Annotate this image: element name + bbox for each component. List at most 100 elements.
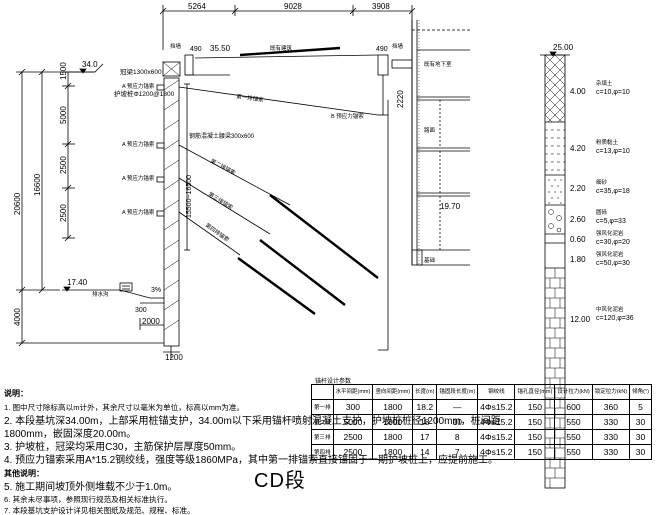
table-cell: 330 [591,429,631,445]
note-4: 4. 预应力锚索采用A*15.2钢绞线，强度等级1860MPa，其中第一排锚索直… [4,455,498,466]
table-cell: 30 [629,414,652,430]
note-2a: 2. 本段基坑深34.00m，上部采用桩锚支护，34.00m以下采用锚杆喷射混凝… [4,416,501,427]
soil-name-7: 中风化泥岩 [596,305,624,313]
table-header-cell: 长度(m) [412,384,438,400]
elev-right-top: 25.00 [553,43,574,52]
label-pile-top: 490 [190,46,202,53]
table-cell: 5000 [332,414,374,430]
table-cell: 17 [412,429,438,445]
soil-params-3: c=35,φ=18 [596,188,630,195]
soil-params-4: c=5,φ=33 [596,218,626,225]
note-6: 6. 其余未尽事项，参照现行规范及相关标准执行。 [4,495,172,504]
soil-name-3: 细砂 [596,178,608,186]
table-cell: 150 [514,444,556,460]
table-cell: 8 [436,429,479,445]
label-existing: 既有建筑 [270,44,293,52]
label-row3: 第三排锚索 [207,190,235,212]
table-header-cell: 锚固段长度(m) [436,384,479,400]
label-pile-top-right: 490 [376,46,388,53]
soil-thick-6: 1.80 [570,255,586,264]
table-cell: 18.2 [412,399,438,415]
table-cell: 5 [629,399,652,415]
table-cell: 7 [436,444,479,460]
table-cell: 150 [514,429,556,445]
table-cell: 1800 [372,414,414,430]
table-cell: 1800 [372,444,414,460]
drain-ditch [119,282,133,292]
soil-params-1: c=10,φ=10 [596,89,630,96]
table-cell: 4Φs15.2 [477,399,516,415]
table-cell: 150 [514,399,556,415]
table-row: 第二排 5000 1800 18 10 4Φs15.2 150 550 330 … [311,414,652,430]
soil-thick-4: 2.60 [570,215,586,224]
table-cell: 4Φs15.2 [477,444,516,460]
table-header-cell: 设计拉力(kN) [554,384,593,400]
anchor-table: 水平间距(mm) 竖向间距(mm) 长度(m) 锚固段长度(m) 钢绞线 锚孔直… [311,384,652,460]
table-cell: 第一排 [311,399,334,415]
label-row1: 第一排锚索 [236,92,265,104]
retaining-pile [163,77,180,347]
table-header-cell: 水平间距(mm) [332,384,374,400]
table-cell: 550 [554,414,593,430]
soil-name-1: 杂填土 [596,79,613,87]
table-title: 锚杆设计参数 [315,379,352,385]
label-waist-beam: 钢筋混凝土腰梁300x600 [189,132,255,140]
surface-slab [239,46,341,57]
soil-thick-3: 2.20 [570,184,586,193]
right-parapet [377,54,389,76]
soil-thick-1: 4.00 [570,87,586,96]
anchor-row-2 [269,194,379,279]
note-2b: 1800mm，嵌固深度20.00m。 [4,429,137,440]
ground-line-left-top [60,63,104,73]
table-cell: 600 [554,399,593,415]
label-pile: 护坡桩Φ1200@1800 [114,89,175,98]
soil-name-6: 强风化泥岩 [596,250,624,258]
dim-pile: 1200 [165,353,183,362]
table-cell: 550 [554,429,593,445]
label-anchor-a2: A 预应力锚索 [122,174,155,182]
table-cell: 第四排 [311,444,334,460]
table-cell: 2500 [332,429,374,445]
table-row: 第一排 300 1800 18.2 — 4Φs15.2 150 600 360 … [311,399,652,415]
label-found: 基础 [424,256,436,264]
anchor-row-3 [259,239,346,306]
table-cell: 1800 [372,429,414,445]
table-header-cell: 竖向间距(mm) [372,384,414,400]
table-cell: — [436,399,479,415]
table-header-cell: 锁定拉力(kN) [591,384,631,400]
dim-seg-4: 2500 [59,204,68,222]
table-cell: 300 [332,399,374,415]
label-anchor-a3: A 预应力锚索 [122,208,155,216]
label-top-right-tag: 挡墙 [392,42,404,50]
label-design-mid: 15500~16500 [186,175,193,218]
top-dim-1: 5264 [188,2,206,11]
dim-inner-1: 16600 [33,173,42,196]
note-7: 7. 本段基坑支护设计详见相关图纸及规范、规程、标准。 [4,506,195,515]
dim-seg-1: 1500 [59,62,68,80]
label-road: 路面 [424,126,436,134]
label-subway: 既有地下室 [424,60,452,68]
table-cell: 30 [629,444,652,460]
dim-seg-3: 2500 [59,156,68,174]
dim-seg-2: 5000 [59,106,68,124]
elev-wall-top: 35.50 [210,44,231,53]
elev-top-left: 34.0 [82,60,98,69]
table-cell: 330 [591,414,631,430]
label-slope: 3% [151,287,161,294]
table-cell: 4Φs15.2 [477,414,516,430]
label-anchor-a1: A 预应力锚索 [122,140,155,148]
anchor-row-1 [178,86,379,116]
note-1: 1. 图中尺寸除标高以m计外，其余尺寸以毫米为单位，标高以mm为准。 [4,403,245,412]
table-cell: 第三排 [311,429,334,445]
label-surface-left: 排水沟 [92,290,109,298]
table-cell: 330 [591,444,631,460]
elev-inner-right: 19.70 [440,202,461,211]
label-anchor-b: B 预应力锚索 [331,112,364,120]
soil-name-2: 粉质黏土 [596,138,619,146]
table-cell: 150 [514,414,556,430]
elev-ground-left: 17.40 [67,278,88,287]
note-5: 5. 施工期间坡顶外侧堆载不少于1.0m。 [4,482,178,493]
dim-bottom: 2000 [142,317,160,326]
label-dim-300: 300 [135,307,147,314]
soil-params-6: c=50,φ=30 [596,260,630,267]
